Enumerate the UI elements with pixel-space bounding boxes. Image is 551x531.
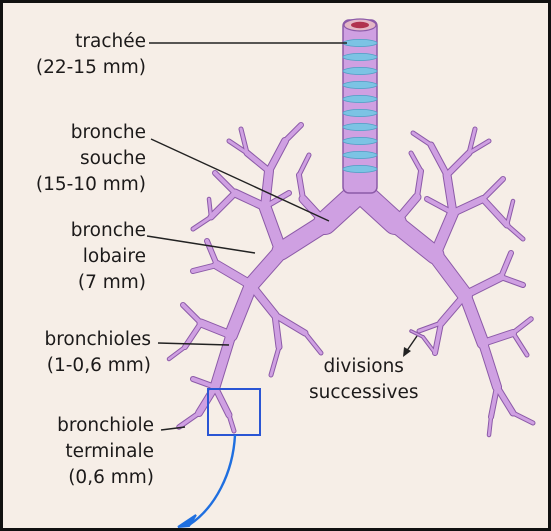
airway-segment — [269, 141, 285, 171]
trachea-ring — [343, 151, 377, 158]
airway-segment — [435, 255, 465, 295]
trachea-ring — [343, 53, 377, 60]
airway-segment — [483, 199, 507, 225]
label-bronchioles: bronchioles(1-0,6 mm) — [44, 327, 151, 379]
airway-segment — [305, 333, 321, 353]
airway-segment — [169, 347, 185, 359]
airway-segment — [271, 347, 279, 375]
airway-segment — [513, 333, 527, 355]
airway-segment — [441, 295, 465, 323]
trachea-ring — [343, 39, 377, 46]
airway-segment — [447, 153, 469, 175]
label-bronchiole-terminale: bronchioleterminale(0,6 mm) — [57, 413, 154, 491]
airway-segment — [207, 241, 217, 265]
trachea-ring — [343, 123, 377, 130]
airway-segment — [411, 153, 421, 171]
label-trachee: trachée(22-15 mm) — [36, 29, 146, 81]
airway-segment — [501, 253, 511, 277]
airway-segment — [179, 413, 199, 427]
airway-segment — [483, 179, 503, 199]
airway-segment — [413, 133, 431, 145]
airway-segment — [251, 285, 275, 315]
airway-segment — [513, 319, 531, 333]
airway-segment — [431, 145, 447, 175]
trachea-ring — [343, 165, 377, 172]
airway-segment — [285, 125, 301, 141]
airway-segment — [465, 277, 501, 295]
airway-segment — [299, 155, 309, 175]
airway-segment — [265, 207, 281, 251]
airway-segment — [265, 171, 269, 207]
airway-segment — [497, 387, 513, 413]
airway-segment — [217, 265, 251, 285]
airway-segment — [507, 225, 523, 239]
airway-segment — [453, 199, 483, 213]
zoom-arrow-line — [189, 435, 235, 525]
trachea-ring — [343, 95, 377, 102]
airway-segment — [211, 193, 235, 217]
label-divisions-successives: divisionssuccessives — [309, 354, 418, 406]
label-bronche-souche: bronchesouche(15-10 mm) — [36, 120, 146, 198]
trachea-lumen — [351, 22, 369, 28]
trachea-ring — [343, 81, 377, 88]
airway-segment — [247, 153, 269, 171]
trachea-ring — [343, 109, 377, 116]
label-bronche-lobaire: bronchelobaire(7 mm) — [71, 218, 146, 296]
leader-bronchioles — [158, 343, 229, 345]
trachea-ring — [343, 137, 377, 144]
airway-segment — [281, 223, 325, 251]
airway-segment — [215, 387, 229, 415]
airway-segment — [513, 413, 533, 423]
leader-bronche-lobaire — [147, 236, 255, 253]
trachea — [343, 19, 377, 193]
zoom-arrow-head — [178, 515, 196, 527]
airway-segment — [423, 337, 435, 353]
airway-segment — [183, 305, 201, 323]
airway-segment — [193, 217, 211, 229]
trachea-ring — [343, 67, 377, 74]
